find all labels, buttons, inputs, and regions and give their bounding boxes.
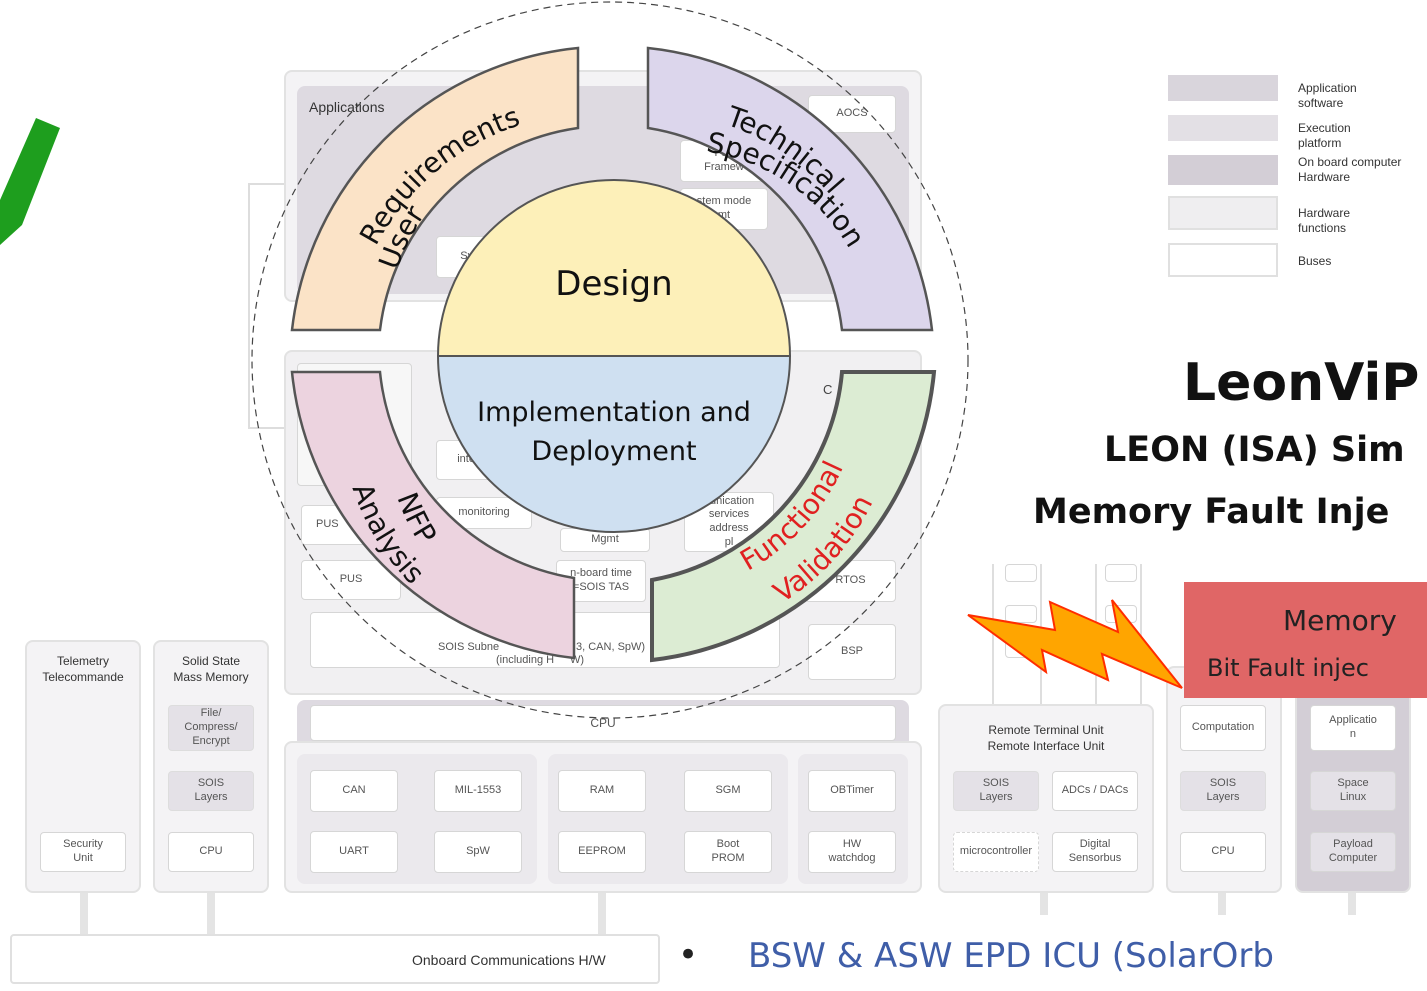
sgm-box: SGM [684,770,772,812]
telemetry-label: Telemetry Telecommande [42,654,124,684]
connector-line [248,183,250,428]
nfp-analysis-arc [290,370,576,660]
security-unit-box: Security Unit [40,832,126,872]
file-compress-box: File/ Compress/ Encrypt [168,705,254,751]
mil-1553-box: MIL-1553 [434,770,522,812]
cpu-box: CPU [310,705,896,741]
connector-line [248,427,284,429]
rtu-wiring [1140,564,1142,704]
application-box: Applicatio n [1310,705,1396,751]
legend-label-execution: Execution platform [1298,121,1351,150]
legend-label-obc: On board computer Hardware [1298,155,1402,184]
bus-connector [1348,893,1356,915]
legend-label-buses: Buses [1298,254,1332,268]
can-box: CAN [310,770,398,812]
ssmm-label: Solid State Mass Memory [173,654,249,684]
leonvip-title: LeonViP [1183,353,1420,413]
legend-swatch-hardware [1168,196,1278,230]
leonvip-subtitle: LEON (ISA) Sim [1104,430,1405,470]
uart-box: UART [310,831,398,873]
legend-swatch-obc [1168,155,1278,185]
memory-fault-line1: Memory [1283,604,1397,637]
bus-connector [1218,893,1226,915]
computation-box: Computation [1180,705,1266,751]
wiring-box [1005,605,1037,623]
user-requirements-arc [290,46,580,332]
onboard-comm-label: Onboard Communications H/W [412,952,606,968]
boot-prom-box: Boot PROM [684,831,772,873]
bus-connector [598,893,606,935]
onboard-comm-bar [10,934,660,984]
ram-box: RAM [558,770,646,812]
cpu-left-box: CPU [168,832,254,872]
bullet-marker: • [678,935,699,975]
leonvip-subtitle2: Memory Fault Inje [1033,492,1390,532]
rtu-sois-box: SOIS Layers [953,771,1039,811]
wiring-box [1005,564,1037,582]
wiring-box [1105,564,1137,582]
spw-box: SpW [434,831,522,873]
eeprom-box: EEPROM [558,831,646,873]
connector-line [248,183,284,185]
bus-connector [80,893,88,935]
obtimer-box: OBTimer [808,770,896,812]
computation-cpu-box: CPU [1180,832,1266,872]
memory-fault-line2: Bit Fault injec [1207,654,1369,682]
sois-subnet-tail: 3, CAN, SpW) [576,641,646,653]
cycle-outer-ring [251,1,969,719]
rtu-label: Remote Terminal Unit Remote Interface Un… [987,723,1105,753]
functional-validation-arc [650,370,937,663]
implementation-label-2: Deployment [531,436,696,467]
legend-label-hardware: Hardware functions [1298,206,1351,235]
design-half [436,179,792,357]
design-label: Design [555,264,672,304]
space-linux-box: Space Linux [1310,771,1396,811]
computation-sois-box: SOIS Layers [1180,771,1266,811]
sois-layers-box: SOIS Layers [168,771,254,811]
bsp-box: BSP [808,624,896,680]
applications-label: Applications [309,99,385,115]
technical-specification-arc [646,46,934,332]
checkmark-icon [0,118,60,245]
bullet-text: BSW & ASW EPD ICU (SolarOrb [748,936,1274,976]
bus-connector [1040,893,1048,915]
bus-connector [207,893,215,935]
legend-swatch-application [1168,75,1278,101]
microcontroller-box: microcontroller [953,832,1039,872]
digital-sensorbus-box: Digital Sensorbus [1052,832,1138,872]
implementation-half [436,355,792,533]
legend-swatch-buses [1168,243,1278,277]
lightning-bolt-icon [967,599,1183,689]
memory-fault-box [1184,582,1427,698]
including-label: (including H [496,654,555,666]
hw-watchdog-box: HW watchdog [808,831,896,873]
implementation-label-1: Implementation and [477,397,751,428]
legend-swatch-execution [1168,115,1278,141]
adcs-box: ADCs / DACs [1052,771,1138,811]
legend-label-application: Application software [1298,81,1357,110]
payload-computer-box: Payload Computer [1310,832,1396,872]
c-label: C [823,382,833,397]
sois-subnet-label: SOIS Subne [438,641,500,653]
